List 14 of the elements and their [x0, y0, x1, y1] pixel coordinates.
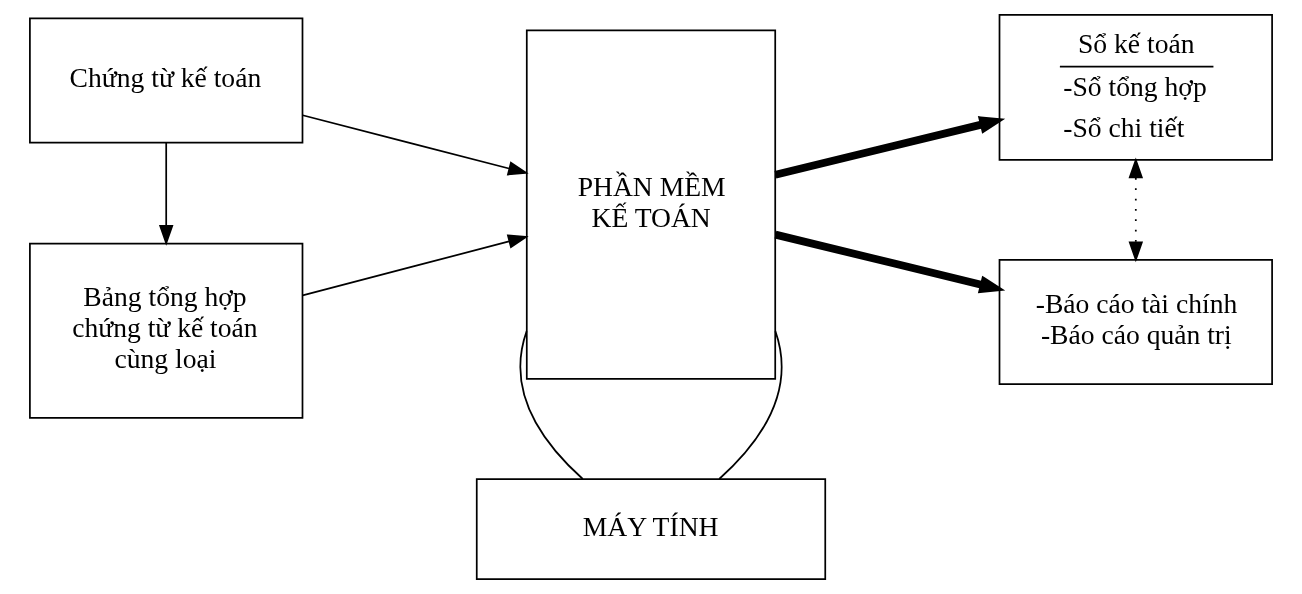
node-box: -Báo cáo tài chính -Báo cáo quản trị	[998, 259, 1273, 385]
node-box: Bảng tổng hợp chứng từ kế toán cùng loại	[29, 242, 304, 419]
node-box: Chứng từ kế toán	[29, 17, 304, 144]
arrow	[301, 234, 529, 297]
node-box: PHẦN MỀM KẾ TOÁN	[525, 29, 777, 380]
arrow	[301, 114, 529, 176]
connector	[519, 330, 584, 480]
connector	[718, 330, 783, 480]
node-box: MÁY TÍNH	[475, 478, 827, 580]
arrow	[774, 116, 1006, 179]
node-box: Sổ kế toán -Sổ tổng hợp -Sổ chi tiết	[998, 14, 1273, 161]
arrow	[158, 141, 174, 246]
arrow	[774, 230, 1006, 294]
arrow	[1128, 157, 1144, 263]
